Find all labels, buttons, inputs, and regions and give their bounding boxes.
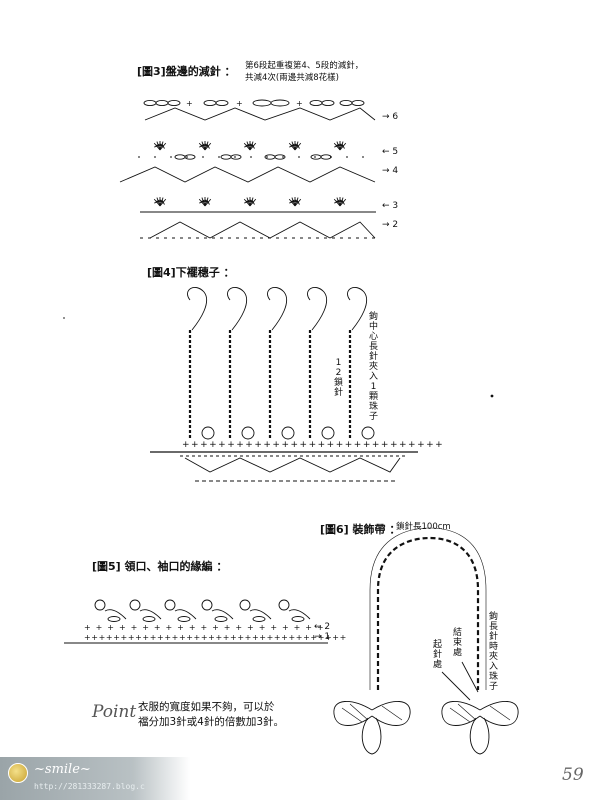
- page-number: 59: [562, 765, 584, 785]
- fig6-bow-right: [441, 701, 519, 755]
- speck: [490, 394, 494, 398]
- fig3-row-2: → 2: [382, 220, 399, 230]
- fig5-bead-shell: [129, 599, 162, 622]
- point-line2: 襠分加3針或4針的倍數加3針。: [138, 716, 285, 728]
- fig4-count-note: 12鎖針: [333, 358, 343, 398]
- watermark-bar: [0, 757, 190, 800]
- fig4-tassel: [307, 287, 335, 440]
- fig3-diagram: + + +: [119, 99, 376, 239]
- fig3-row-5: ← 5: [382, 147, 399, 157]
- speck: [63, 317, 65, 319]
- fig3-title: [圖3]盤邊的減針 ：: [137, 65, 236, 78]
- fig3-note-line2: 共減4次(兩邊共減8花樣): [245, 73, 339, 83]
- fig3-note-line1: 第6段起重複第4、5段的減針，: [245, 61, 364, 71]
- svg-text:+: +: [186, 99, 193, 108]
- fig6-bead-note: 鉤長針時夾入珠子: [488, 612, 498, 692]
- fig5-bead-shell: [164, 599, 197, 622]
- fig3-fans-lower: [140, 196, 376, 213]
- fig4-vertical-note: 鉤中心長針夾入1顆珠子: [368, 312, 378, 422]
- svg-text:+: +: [296, 99, 303, 108]
- fig3-row-3: ← 3: [382, 201, 399, 211]
- fig6-bow-left: [333, 701, 411, 755]
- fig4-tassel: [227, 287, 255, 440]
- fig6-start-note: 起針處: [432, 640, 442, 670]
- fig4-tassel: [187, 287, 215, 440]
- fig3-row-4: → 4: [382, 166, 399, 176]
- fig3-row-6: → 6: [382, 112, 399, 122]
- fig4-tassel: [267, 287, 295, 440]
- fig5-row-1: → 1: [314, 632, 331, 642]
- fig4-diagram: +++++++++++++++++++++++++++++: [150, 287, 444, 482]
- fig5-diagram: + + + + + + + + + + + + + + + + + + + + …: [64, 599, 347, 644]
- svg-text:+: +: [236, 99, 243, 108]
- fig6-length-note: 鎖針長100cm: [396, 522, 451, 532]
- point-line1: 衣服的寬度如果不夠，可以於: [138, 701, 275, 713]
- watermark-logo-icon: [8, 763, 28, 783]
- watermark-url: http://281333287.blog.c: [34, 782, 145, 791]
- fig5-bead-shell: [278, 599, 311, 622]
- fig3-fans-upper: [151, 140, 349, 153]
- svg-text:+ + + + + + + + + + + + + + +: + + + + + + + + + + + + + + + + + + + + …: [84, 623, 325, 632]
- point-label: Point: [92, 702, 137, 722]
- fig4-tassel: [347, 287, 375, 440]
- fig6-cord-loop: [376, 536, 480, 690]
- fig3-top-chain: + + +: [143, 99, 365, 108]
- fig5-title: [圖5] 領口、袖口的緣編 ：: [92, 560, 228, 573]
- fig5-bead-shell: [94, 599, 127, 622]
- fig6-diagram: [333, 527, 519, 755]
- fig5-row-2: ← 2: [314, 622, 331, 632]
- fig6-end-note: 結束處: [452, 628, 462, 658]
- fig5-bead-shell: [239, 599, 272, 622]
- watermark-name: ~smile~: [34, 762, 91, 777]
- svg-text:+++++++++++++++++++++++++++++: +++++++++++++++++++++++++++++: [182, 440, 444, 450]
- fig5-bead-shell: [201, 599, 234, 622]
- svg-text:++++++++++++++++++++++++++++++: ++++++++++++++++++++++++++++++++++++: [84, 633, 347, 642]
- fig4-title: [圖4]下襬穗子 ：: [147, 266, 235, 279]
- fig6-title: [圖6] 裝飾帶 ：: [320, 523, 401, 536]
